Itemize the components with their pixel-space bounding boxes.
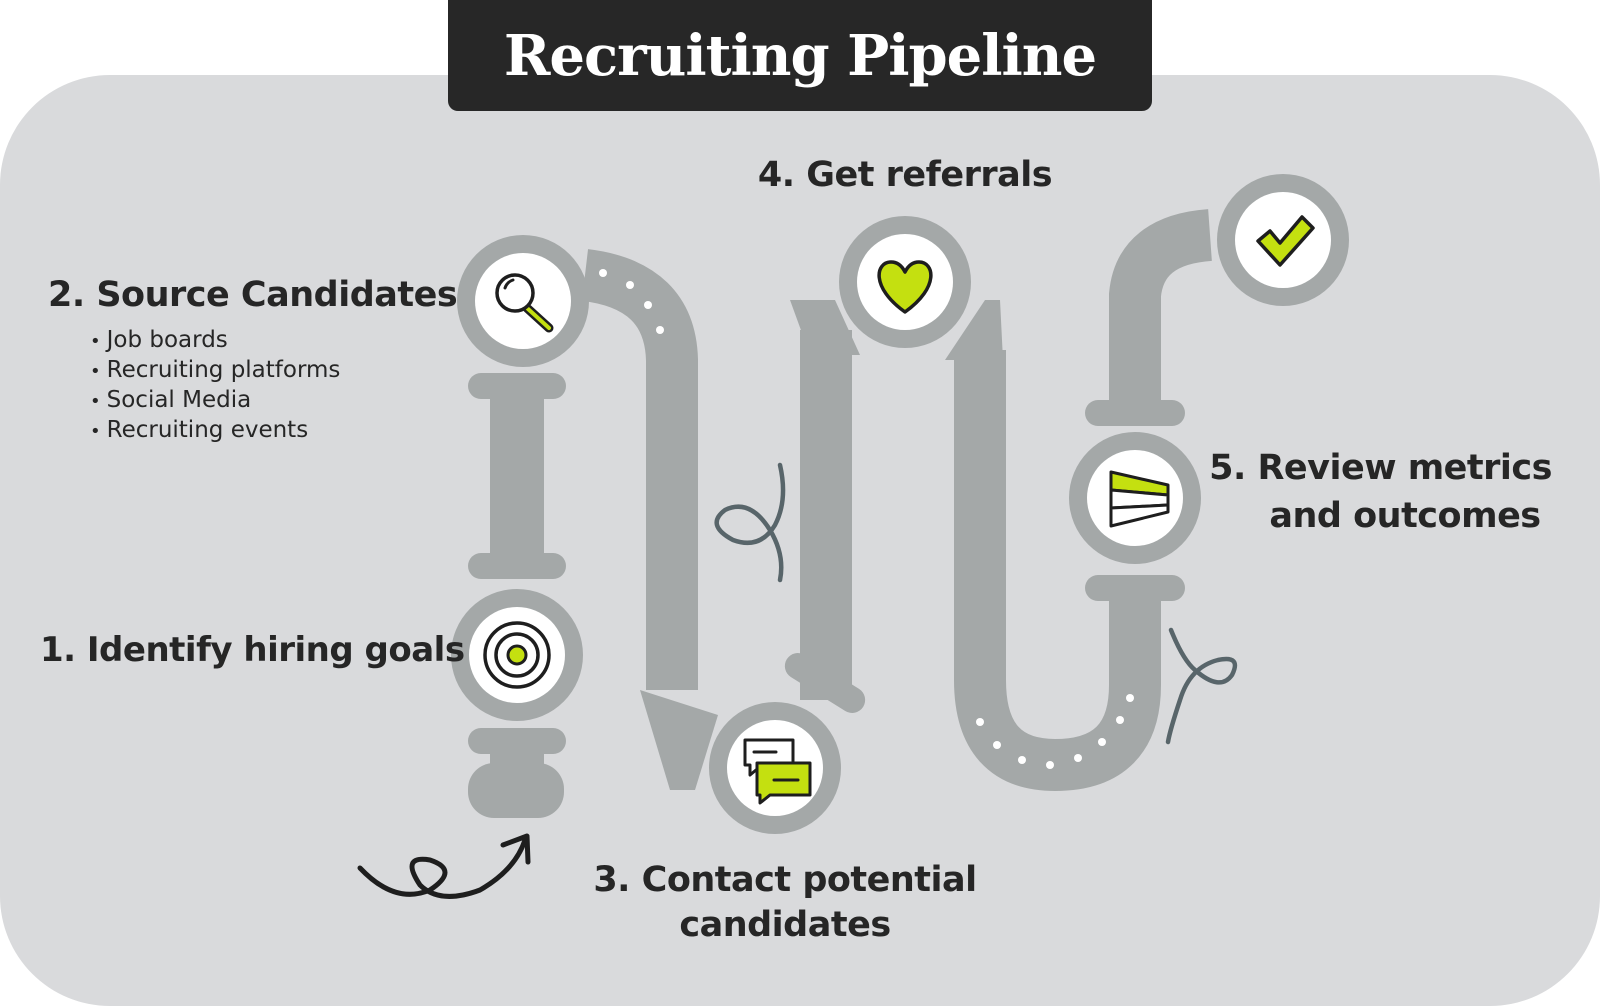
pipe-dashes: [599, 269, 1134, 769]
pipe-arrow-up-1: [790, 300, 860, 355]
squiggle-doodle-left: [714, 462, 786, 583]
step-4-node: [839, 216, 971, 348]
pipe-flange-upper: [1085, 400, 1185, 426]
step-5-label-line-2: and outcomes: [1269, 496, 1541, 536]
curly-arrow-doodle: [357, 837, 528, 899]
page-title: Recruiting Pipeline: [503, 22, 1097, 89]
magnifier-icon: [495, 273, 554, 333]
step-2-bullet: Recruiting events: [90, 417, 309, 443]
step-3-label-line-1: 3. Contact potential: [593, 860, 977, 900]
step-2-node: [457, 235, 589, 367]
step-5-label-line-1: 5. Review metrics: [1209, 448, 1552, 488]
final-node: [1217, 174, 1349, 306]
step-2-label: 2. Source Candidates: [48, 275, 458, 315]
step-3-node: [709, 702, 841, 834]
pipe-segment-1: [468, 373, 566, 818]
step-5-node: [1069, 432, 1201, 564]
step-1-label: 1. Identify hiring goals: [40, 630, 465, 670]
bar-chart-icon: [1109, 470, 1170, 528]
pipe-arrow-up-2: [945, 300, 1003, 360]
step-2-bullet: Social Media: [90, 387, 252, 413]
squiggle-doodle-right: [1165, 627, 1238, 745]
title-banner: Recruiting Pipeline: [448, 0, 1152, 111]
step-2-bullet: Recruiting platforms: [90, 357, 341, 383]
pipe-segment-2: [581, 249, 698, 690]
target-icon: [483, 621, 551, 689]
curly-arrow-head: [500, 833, 531, 865]
step-3-label-line-2: candidates: [679, 905, 891, 945]
pipe-arrow-down: [640, 690, 718, 790]
checkmark-icon: [1256, 215, 1315, 267]
step-1-node: [451, 589, 583, 721]
step-4-label: 4. Get referrals: [757, 155, 1053, 195]
chat-bubbles-icon: [743, 738, 812, 805]
step-2-bullet: Job boards: [90, 327, 228, 353]
pipe-flange-lower: [1085, 575, 1185, 601]
pipe-segment-3: [800, 209, 1213, 792]
heart-icon: [877, 260, 933, 314]
pipe-joint-left: [784, 653, 866, 713]
